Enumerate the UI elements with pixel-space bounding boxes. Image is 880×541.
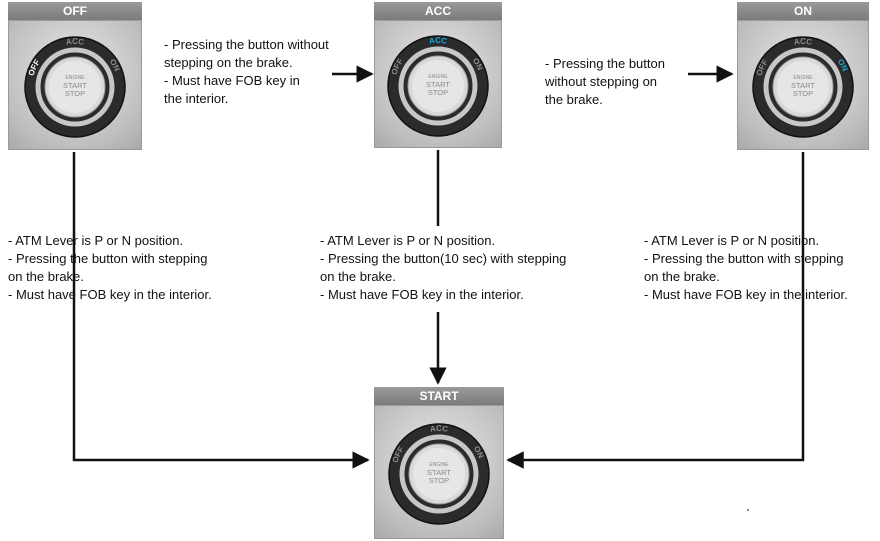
chrome-ring	[399, 434, 479, 514]
ring-label-acc: ACC	[793, 37, 812, 47]
button-text-line-2: START	[427, 468, 451, 477]
note-acc-to-start: - ATM Lever is P or N position. - Pressi…	[320, 233, 567, 302]
chrome-ring	[398, 46, 478, 126]
note-off-to-acc: - Pressing the button without stepping o…	[164, 37, 329, 106]
chrome-ring	[35, 47, 115, 127]
ring-label-acc: ACC	[428, 36, 447, 46]
button-text-line-1: ENGINE	[65, 75, 85, 81]
panel-title-acc: ACC	[374, 2, 502, 20]
button-text-line-2: START	[63, 81, 87, 90]
note-on-to-start: - ATM Lever is P or N position. - Pressi…	[644, 233, 848, 302]
panel-title-off: OFF	[8, 2, 142, 20]
panel-title-on: ON	[737, 2, 869, 20]
button-text-line-1: ENGINE	[428, 74, 448, 80]
button-text-line-2: START	[426, 80, 450, 89]
button-text-line-1: ENGINE	[793, 75, 813, 81]
button-text-line-3: STOP	[429, 476, 449, 485]
button-center	[49, 61, 101, 113]
note-off-to-start: - ATM Lever is P or N position. - Pressi…	[8, 233, 212, 302]
ring-label-acc: ACC	[429, 424, 448, 434]
note-acc-to-on: - Pressing the button without stepping o…	[545, 56, 665, 107]
stray-dot	[747, 509, 749, 511]
arrow-off-to-start	[72, 152, 370, 469]
button-text-line-2: START	[791, 81, 815, 90]
button-center	[412, 60, 464, 112]
button-center	[777, 61, 829, 113]
button-text-line-3: STOP	[428, 88, 448, 97]
panel-title-start: START	[374, 387, 504, 405]
arrow-on-to-start	[506, 152, 805, 469]
button-text-line-3: STOP	[65, 89, 85, 98]
ring-label-acc: ACC	[65, 37, 84, 47]
chrome-ring	[763, 47, 843, 127]
button-center	[413, 448, 465, 500]
button-text-line-1: ENGINE	[429, 462, 449, 468]
button-text-line-3: STOP	[793, 89, 813, 98]
